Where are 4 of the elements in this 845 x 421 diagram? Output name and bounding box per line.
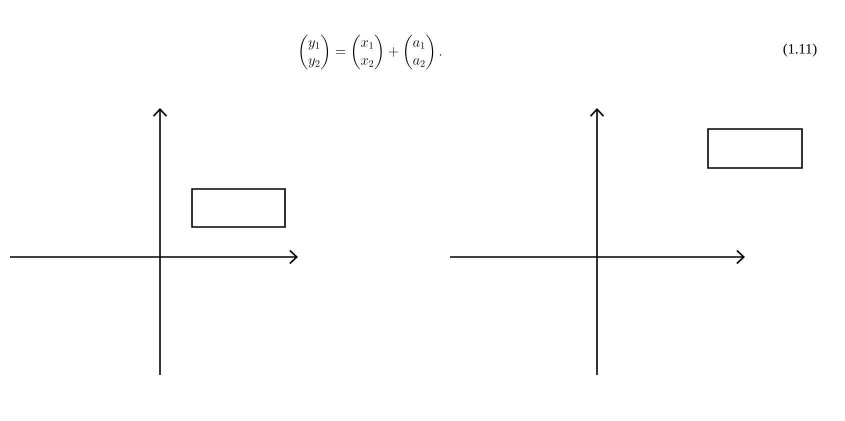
equation-number: (1.11) — [784, 43, 816, 57]
rectangle-shape — [191, 188, 286, 228]
rectangle-shape — [707, 128, 803, 169]
equation: $\begin{pmatrix} y_1 \\ y_2 \end{pmatrix} = \begin{pmatrix} x_1 \\ x_2 \end{pmatrix} + \begin{pmatrix} a_1 \\ a_2 \end{pmatrix}.$ — [300, 34, 442, 70]
